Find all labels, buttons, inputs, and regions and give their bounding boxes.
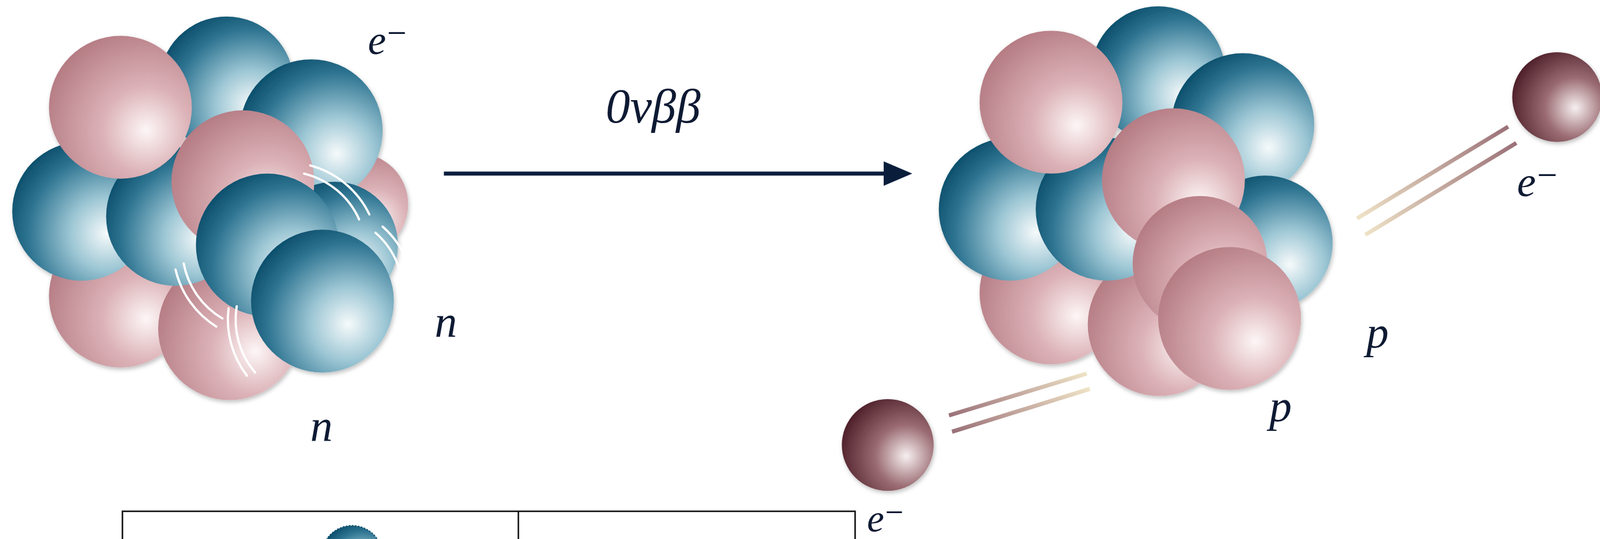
reaction-label: 0νββ (605, 81, 701, 131)
proton-label: p (1366, 310, 1389, 355)
electron-label: e⁻ (367, 20, 408, 61)
neutron-label: n (434, 299, 458, 345)
neutron-label: n (310, 403, 333, 449)
electron-label: e⁻ (867, 499, 905, 538)
proton-label: p (1269, 383, 1292, 429)
electron-label: e⁻ (1517, 160, 1559, 204)
